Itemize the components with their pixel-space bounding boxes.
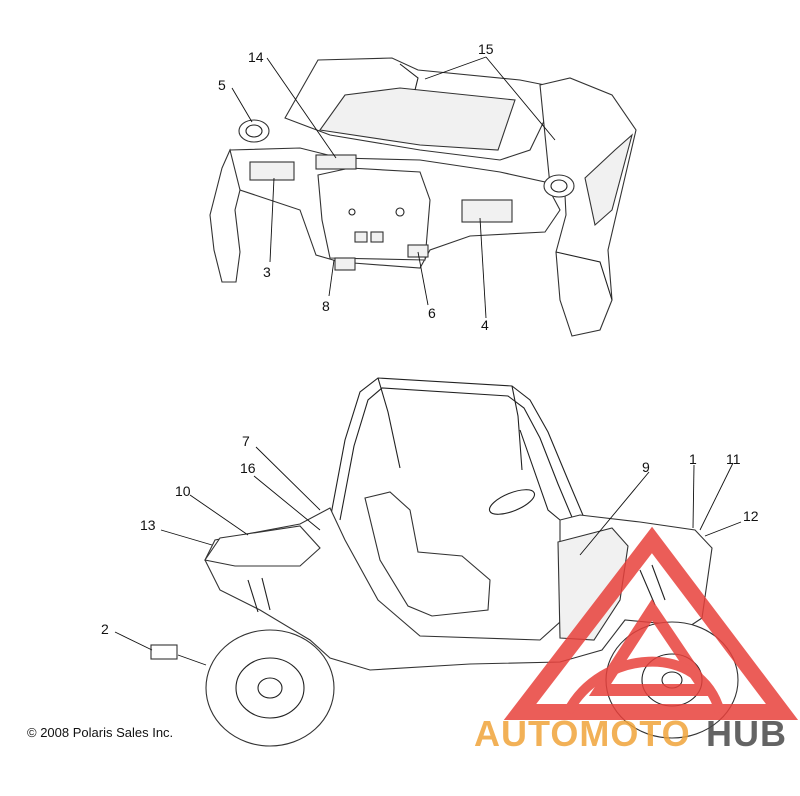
callout-4: 4 <box>481 317 489 333</box>
callout-1: 1 <box>689 451 697 467</box>
callout-labels: 14 15 5 3 8 6 4 7 16 10 13 2 9 1 11 12 <box>101 41 759 637</box>
callout-13: 13 <box>140 517 156 533</box>
decal-8-area <box>334 257 356 271</box>
copyright-text: © 2008 Polaris Sales Inc. <box>27 725 173 740</box>
callout-12: 12 <box>743 508 759 524</box>
watermark-triangle-icon <box>503 526 799 720</box>
left-speaker-icon <box>238 119 270 143</box>
callout-7: 7 <box>242 433 250 449</box>
watermark-text-automoto: AUTOMOTO <box>474 713 691 754</box>
dashboard-assembly <box>209 57 637 337</box>
rear-wheel <box>205 629 335 747</box>
callout-11: 11 <box>726 451 741 467</box>
callout-3: 3 <box>263 264 271 280</box>
decal-14-area <box>315 154 357 170</box>
steering-wheel-icon <box>488 489 536 515</box>
callout-15: 15 <box>478 41 494 57</box>
callout-9: 9 <box>642 459 650 475</box>
watermark-logo: AUTOMOTO HUB <box>474 526 799 754</box>
decal-3-area <box>249 161 295 181</box>
callout-2: 2 <box>101 621 109 637</box>
callout-8: 8 <box>322 298 330 314</box>
watermark-text-hub: HUB <box>706 713 787 754</box>
callout-5: 5 <box>218 77 226 93</box>
callout-14: 14 <box>248 49 264 65</box>
leader-lines <box>114 56 742 666</box>
decal-6-area <box>407 244 429 258</box>
right-speaker-icon <box>543 174 575 198</box>
callout-10: 10 <box>175 483 191 499</box>
decal-4-area <box>461 199 513 223</box>
decal-2-label <box>150 644 178 660</box>
callout-6: 6 <box>428 305 436 321</box>
callout-16: 16 <box>240 460 256 476</box>
